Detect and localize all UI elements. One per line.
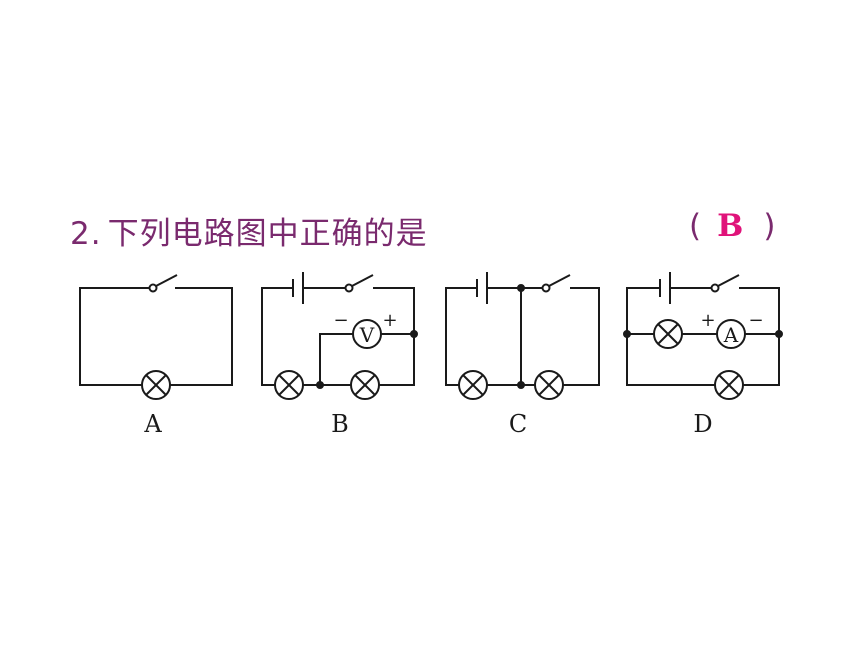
switch-b (344, 274, 374, 293)
junction-dot (775, 330, 783, 338)
battery-icon (659, 272, 671, 304)
switch-blade (548, 274, 571, 287)
answer-open-paren: ( (689, 208, 702, 244)
ammeter-plus: + (700, 310, 715, 331)
circuit-a: A (79, 274, 233, 438)
switch-pivot (710, 283, 720, 293)
question-number: 2. (70, 216, 102, 252)
answer-close-paren: ) (763, 208, 776, 244)
junction-dot (517, 284, 525, 292)
switch-pivot (541, 283, 551, 293)
switch-blade (155, 274, 178, 287)
wire (563, 287, 600, 386)
question-text: 下列电路图中正确的是 (107, 216, 428, 252)
junction-dot (410, 330, 418, 338)
circuit-b-label: B (331, 410, 349, 438)
wire (261, 287, 293, 386)
switch-d (710, 274, 740, 293)
wire (445, 287, 477, 386)
battery-icon (292, 272, 304, 304)
circuit-d: A + − D (623, 272, 783, 438)
question: 2.下列电路图中正确的是 (70, 208, 428, 253)
junction-dot (316, 381, 324, 389)
ammeter-symbol: A (723, 323, 739, 347)
wire (170, 287, 233, 386)
battery-icon (476, 272, 488, 304)
lamp-icon (534, 370, 564, 400)
wire (319, 333, 353, 385)
lamp-icon (653, 319, 683, 349)
circuit-c: C (445, 272, 600, 438)
lamp-icon (274, 370, 304, 400)
lamp-icon (350, 370, 380, 400)
voltmeter-icon: V − + (333, 310, 398, 349)
answer-blank: ( B) (689, 208, 775, 244)
lamp-icon (458, 370, 488, 400)
circuit-b: V − + B (261, 272, 418, 438)
switch-blade (351, 274, 374, 287)
lamp-icon (714, 370, 744, 400)
ammeter-minus: − (748, 310, 763, 331)
junction-dot (623, 330, 631, 338)
circuit-d-label: D (693, 410, 712, 438)
voltmeter-minus: − (333, 310, 348, 331)
switch-pivot (148, 283, 158, 293)
circuit-c-label: C (509, 410, 527, 438)
switch-c (541, 274, 571, 293)
voltmeter-plus: + (382, 310, 397, 331)
answer-letter: B (717, 208, 744, 244)
voltmeter-symbol: V (359, 323, 375, 347)
junction-dot (517, 381, 525, 389)
circuit-a-label: A (143, 410, 162, 438)
switch-blade (717, 274, 740, 287)
wire (79, 287, 150, 386)
switch-pivot (344, 283, 354, 293)
ammeter-icon: A + − (700, 310, 764, 349)
switch-a (148, 274, 178, 293)
lamp-icon (141, 370, 171, 400)
